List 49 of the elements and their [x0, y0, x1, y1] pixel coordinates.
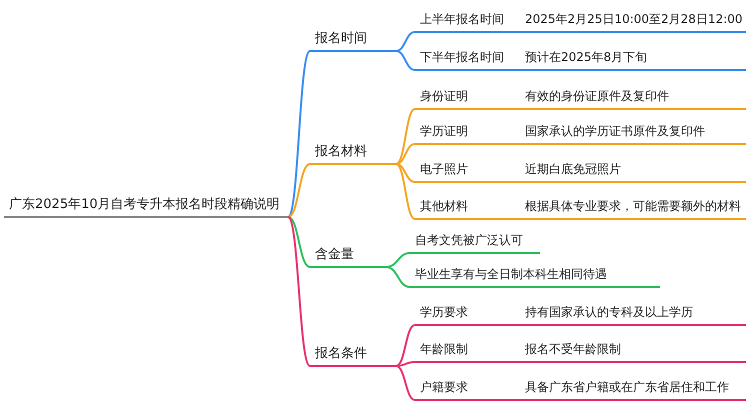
connector-line [396, 143, 416, 165]
topic-label: 下半年报名时间 [415, 46, 511, 71]
topic-label: 身份证明 [415, 86, 510, 110]
connector-line [510, 218, 520, 220]
connector-line [396, 361, 416, 367]
connector-line [396, 50, 416, 71]
topic-label: 户籍要求 [415, 377, 510, 401]
connector-line [510, 181, 520, 183]
topic-label: 国家承认的学历证书原件及复印件 [520, 121, 746, 145]
connector-line [396, 31, 416, 52]
connector-line [288, 216, 310, 268]
topic-label: 报名不受年龄限制 [520, 339, 746, 363]
root-topic: 广东2025年10月自考专升本报名时段精确说明 [4, 196, 288, 218]
connector-line [287, 50, 311, 218]
topic-label: 学历证明 [415, 121, 510, 145]
topic-label: 含金量 [310, 244, 386, 268]
topic-label: 2025年2月25日10:00至2月28日12:00 [520, 8, 746, 33]
connector-line [396, 365, 416, 401]
connector-line [386, 252, 410, 268]
connector-line [511, 69, 520, 71]
topic-label: 上半年报名时间 [415, 8, 511, 33]
connector-line [288, 163, 310, 218]
topic-label: 年龄限制 [415, 339, 510, 363]
topic-label: 学历要求 [415, 302, 510, 326]
topic-label: 其他材料 [415, 196, 510, 220]
connector-line [396, 324, 416, 367]
connector-line [386, 266, 410, 288]
topic-label: 自考文凭被广泛认可 [410, 230, 540, 254]
connector-line [510, 324, 520, 326]
topic-label: 报名时间 [310, 28, 396, 52]
connector-line [287, 216, 311, 367]
topic-label: 毕业生享有与全日制本科生相同待遇 [410, 264, 660, 288]
connector-line [510, 399, 520, 401]
connector-line [396, 163, 416, 220]
topic-label: 根据具体专业要求，可能需要额外的材料 [520, 196, 746, 220]
connector-line [396, 163, 416, 183]
connector-line [396, 108, 416, 165]
topic-label: 报名材料 [310, 141, 396, 165]
topic-label: 有效的身份证原件及复印件 [520, 86, 746, 110]
topic-label: 电子照片 [415, 159, 510, 183]
connector-line [511, 31, 520, 33]
topic-label: 报名条件 [310, 343, 396, 367]
connector-line [510, 143, 520, 145]
connector-line [510, 361, 520, 363]
topic-label: 近期白底免冠照片 [520, 159, 746, 183]
connector-line [510, 108, 520, 110]
topic-label: 具备广东省户籍或在广东省居住和工作 [520, 377, 746, 401]
topic-label: 持有国家承认的专科及以上学历 [520, 302, 746, 326]
topic-label: 预计在2025年8月下旬 [520, 46, 746, 71]
